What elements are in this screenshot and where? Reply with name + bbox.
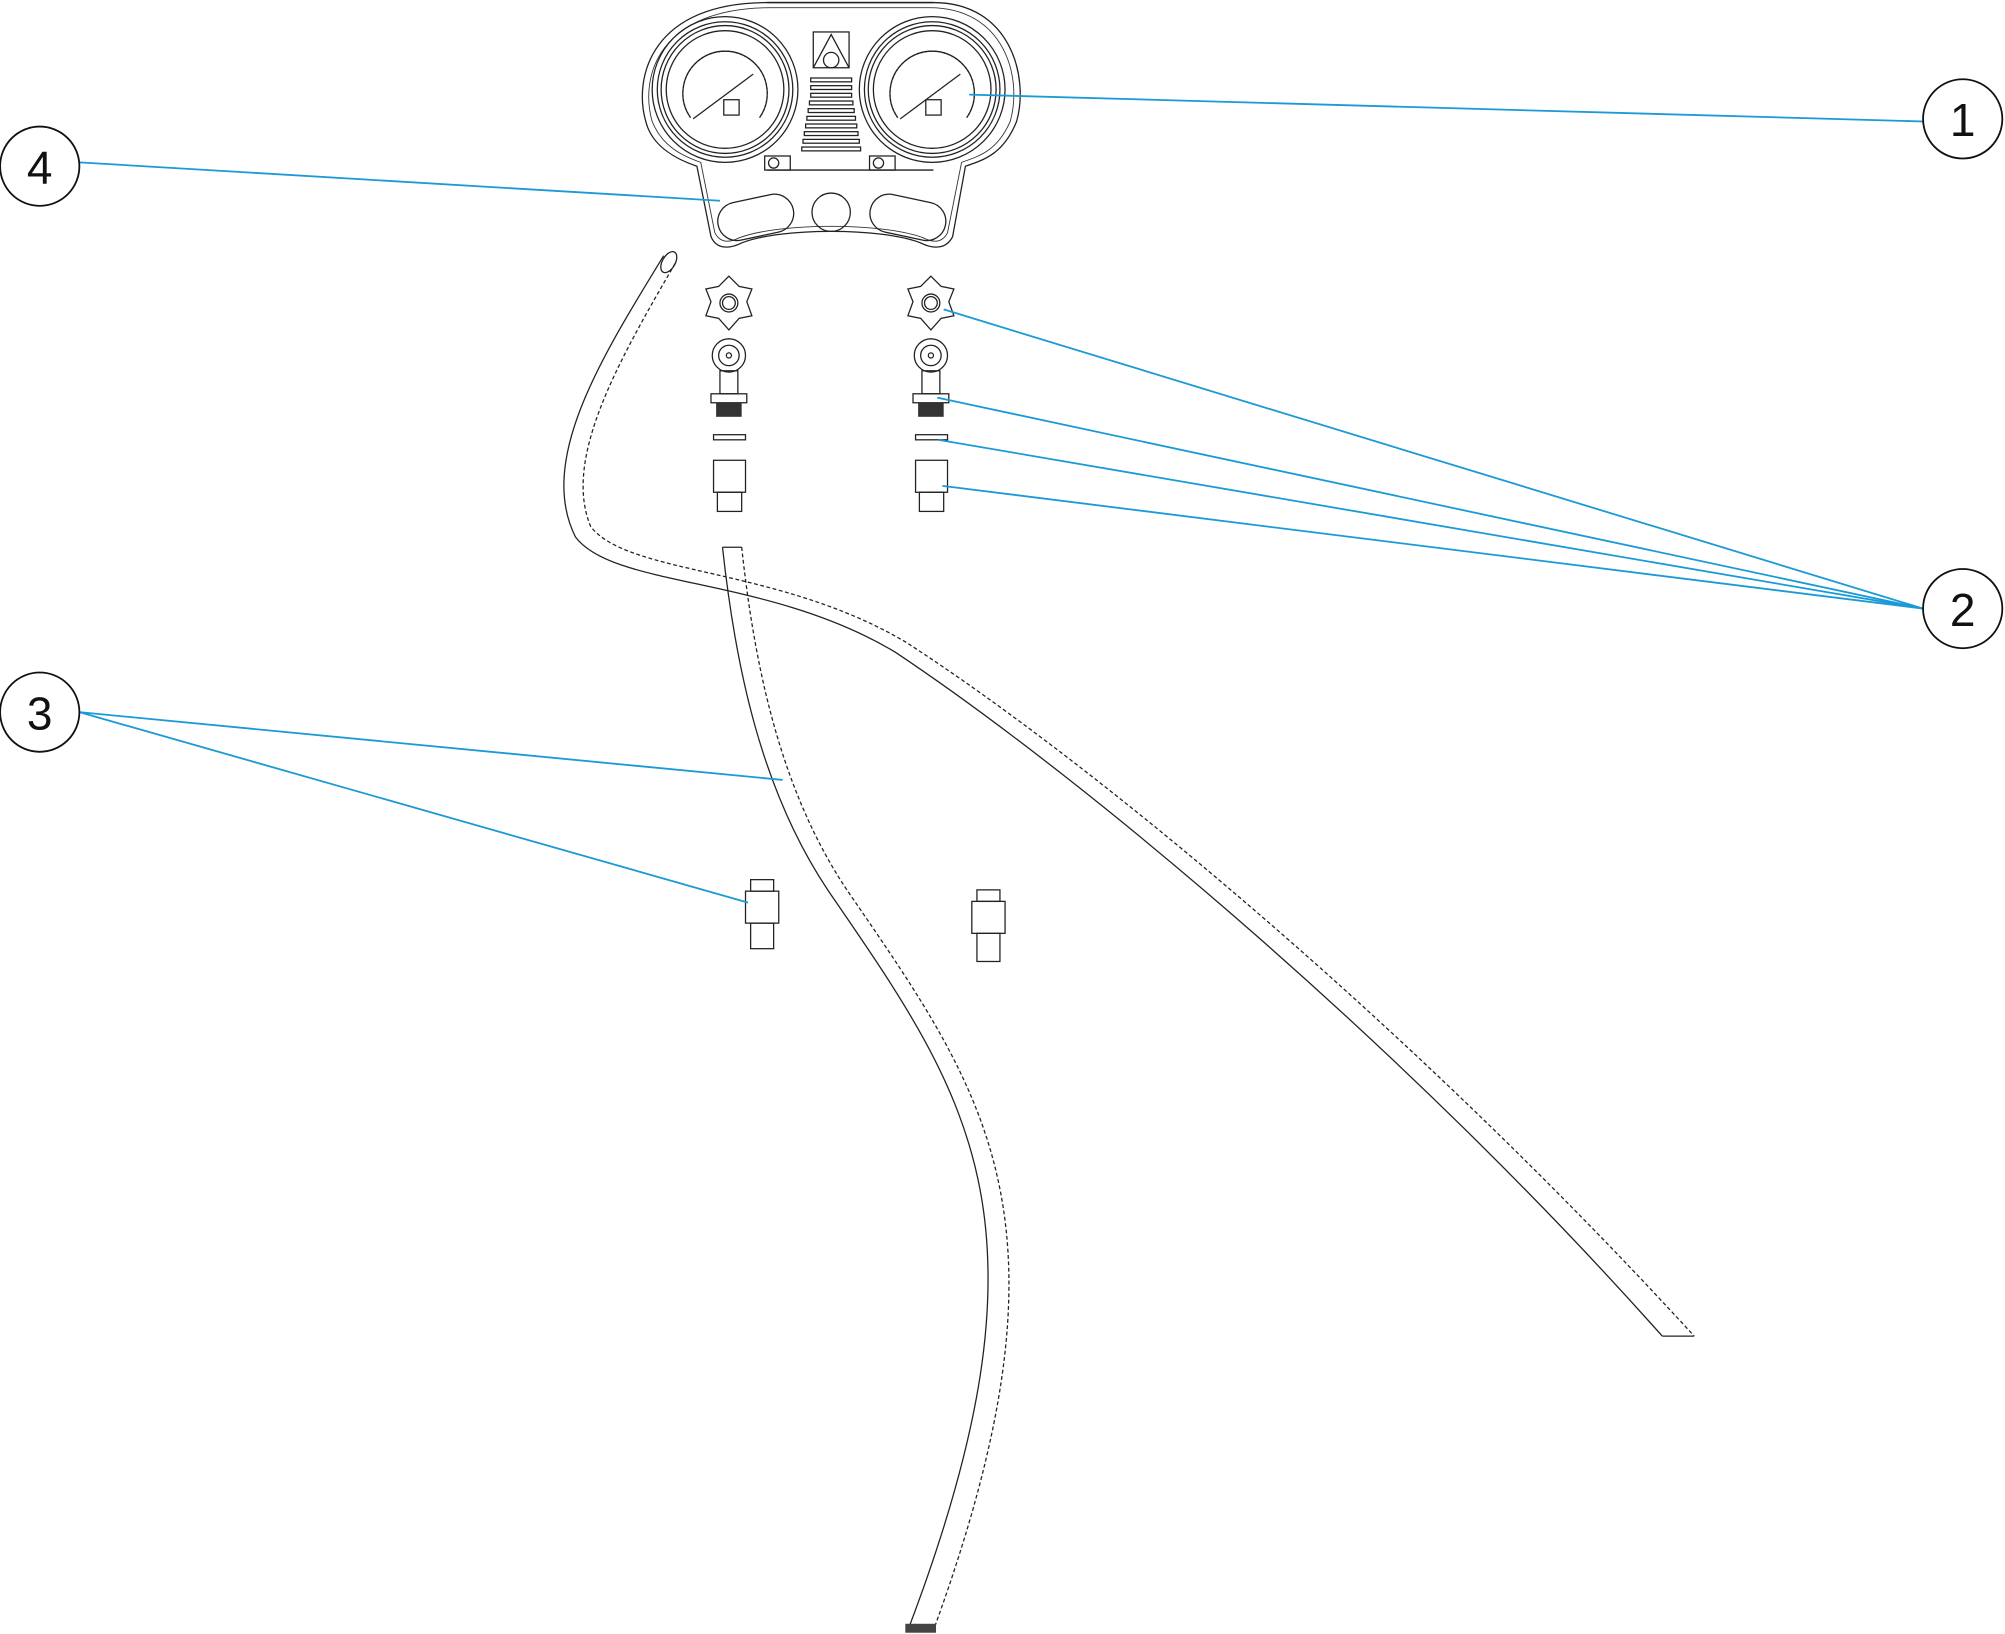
callout-1: 1 — [1922, 78, 2004, 160]
high-side-symbol-icon — [868, 155, 896, 171]
left-handle-slot — [717, 193, 795, 242]
low-pressure-gauge — [651, 15, 799, 164]
callout-2: 2 — [1922, 568, 2004, 650]
left-coupler — [744, 879, 780, 950]
vent-grille — [801, 77, 862, 152]
callout-label: 1 — [1950, 94, 1976, 146]
gauge-logo-icon — [723, 99, 740, 116]
high-pressure-gauge — [858, 15, 1006, 164]
callout-label: 3 — [27, 687, 53, 739]
left-valve-stack — [704, 275, 753, 513]
callout-label: 4 — [27, 141, 53, 193]
leader-lines — [79, 93, 1924, 904]
right-valve-stack — [907, 275, 955, 513]
right-coupler — [971, 889, 1006, 963]
callout-3: 3 — [0, 671, 81, 753]
gauge-logo-icon — [925, 99, 942, 116]
hose-short — [721, 546, 1010, 1633]
logo-icon — [812, 31, 850, 69]
right-handle-slot — [869, 193, 947, 242]
callout-label: 2 — [1950, 584, 1976, 636]
manifold-body — [641, 1, 1021, 248]
hose-long — [563, 251, 1695, 1337]
callout-4: 4 — [0, 125, 81, 207]
low-side-symbol-icon — [764, 155, 791, 171]
